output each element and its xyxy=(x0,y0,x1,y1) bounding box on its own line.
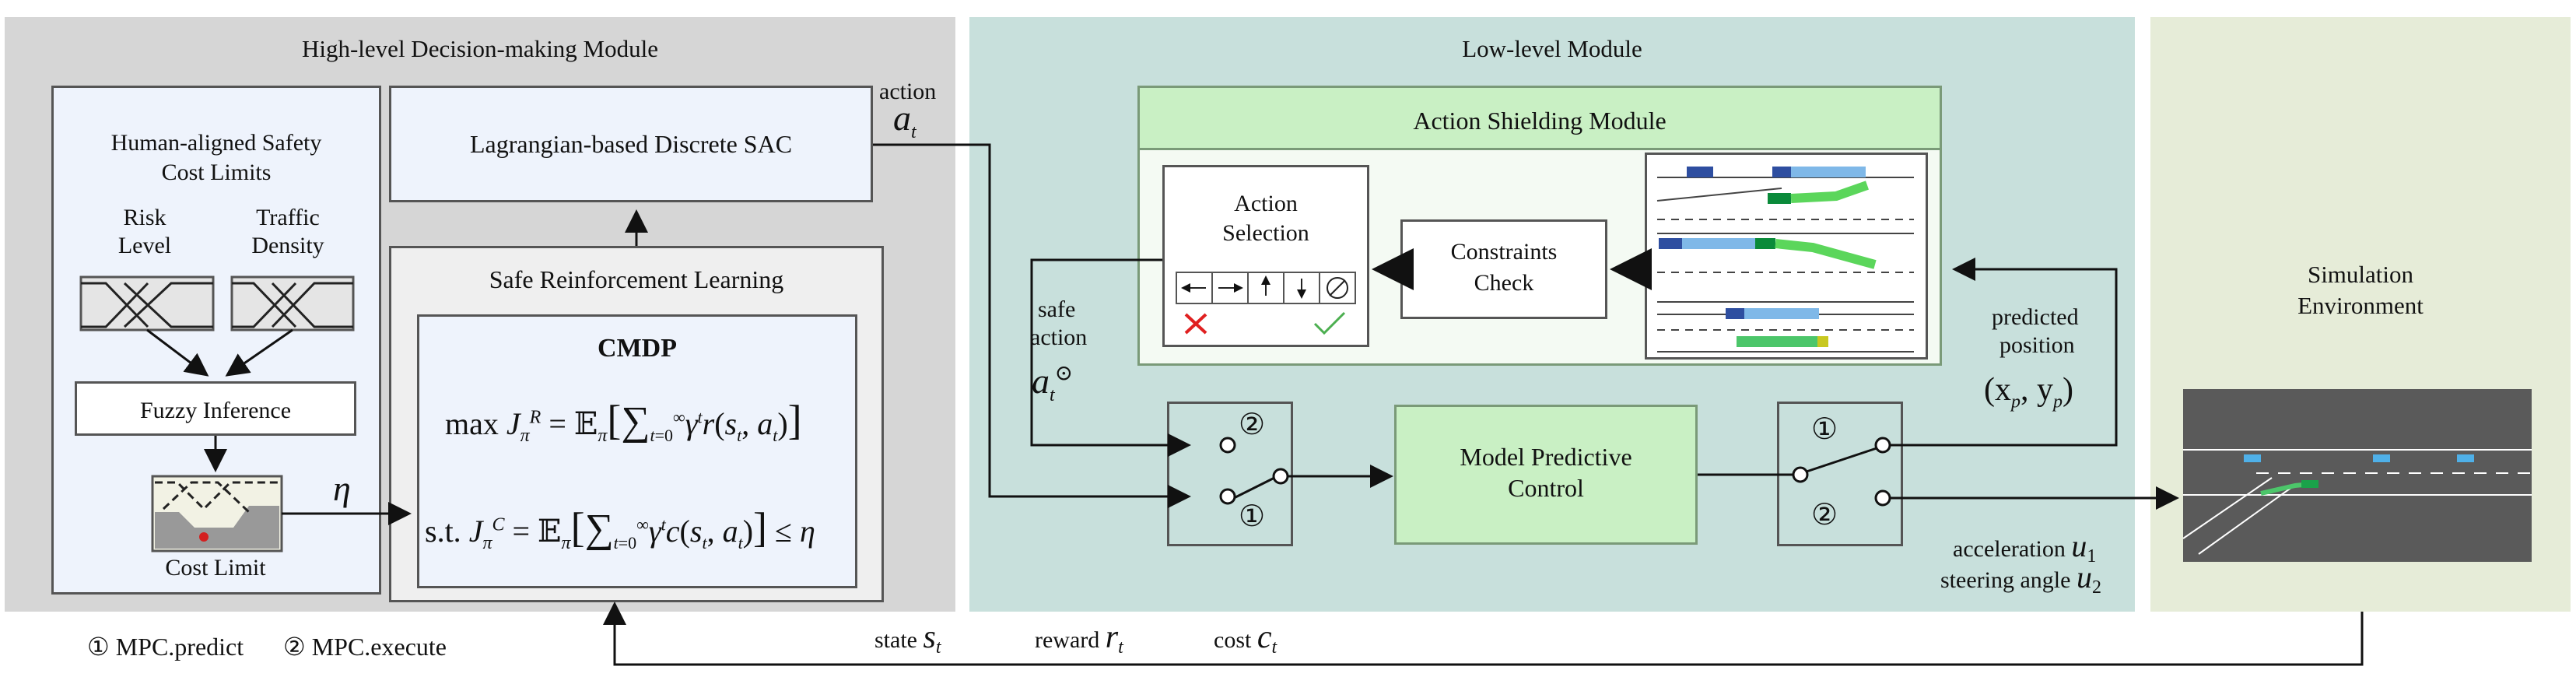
reject-cross-icon xyxy=(1184,313,1207,335)
trajectory-preview-box xyxy=(1645,153,1928,360)
mpc-box xyxy=(1394,405,1698,545)
safe-action-label-2: action xyxy=(1030,324,1088,350)
switch-left-1: ① xyxy=(1239,500,1266,533)
risk-label-2: Level xyxy=(117,233,172,258)
simulation-road-image xyxy=(2183,389,2532,562)
acceleration-label: acceleration u1 xyxy=(1953,528,2097,567)
switch-right-1: ① xyxy=(1811,413,1838,446)
fuzzy-inference-box xyxy=(75,381,356,436)
cost-limit-label: Cost Limit xyxy=(165,555,266,581)
cost-limits-title-2: Cost Limits xyxy=(161,160,272,185)
action-selection-1: Action xyxy=(1234,191,1298,216)
cost-limit-chart xyxy=(151,475,283,552)
objective-equation: max JπR = 𝔼π[∑t=0∞γtr(st, at)] xyxy=(445,397,802,446)
action-symbol: at xyxy=(893,98,916,143)
constraint-equation: s.t. JπC = 𝔼π[∑t=0∞γtc(st, at)] ≤ η xyxy=(425,504,815,553)
action-selection-box xyxy=(1162,165,1369,347)
cmdp-label: CMDP xyxy=(598,334,677,363)
predicted-label-1: predicted xyxy=(1992,304,2079,330)
legend-execute: ② MPC.execute xyxy=(283,633,447,661)
position-symbol: (xp, yp) xyxy=(1984,372,2073,412)
cmdp-box xyxy=(417,314,857,588)
mpc-label-2: Control xyxy=(1508,474,1584,502)
traffic-label-1: Traffic xyxy=(256,205,320,230)
simulation-title-1: Simulation xyxy=(2307,261,2414,288)
accept-check-icon xyxy=(1313,311,1346,335)
constraints-check-2: Check xyxy=(1474,270,1534,296)
safe-action-symbol: at⊙ xyxy=(1032,361,1074,406)
risk-membership-icon xyxy=(79,275,215,331)
safe-rl-label: Safe Reinforcement Learning xyxy=(489,265,784,293)
switch-left-box xyxy=(1167,402,1293,546)
action-choice-icons xyxy=(1176,272,1356,304)
cost-label: cost ct xyxy=(1214,619,1277,658)
risk-label-1: Risk xyxy=(123,205,166,230)
sac-label: Lagrangian-based Discrete SAC xyxy=(469,130,793,158)
switch-right-2: ② xyxy=(1811,499,1838,531)
trajectory-preview xyxy=(1656,167,1914,353)
traffic-label-2: Density xyxy=(251,233,324,258)
traffic-membership-icon xyxy=(230,275,355,331)
switch-left-2: ② xyxy=(1239,409,1266,441)
action-selection-2: Selection xyxy=(1222,220,1309,246)
high-level-title: High-level Decision-making Module xyxy=(301,35,658,62)
reward-label: reward rt xyxy=(1035,619,1123,658)
simulation-scene xyxy=(2182,449,2532,555)
simulation-title-2: Environment xyxy=(2297,292,2424,319)
safe-action-label-1: safe xyxy=(1038,296,1076,322)
fuzzy-inference-label: Fuzzy Inference xyxy=(139,398,292,423)
mpc-label-1: Model Predictive xyxy=(1460,443,1632,471)
constraints-check-1: Constraints xyxy=(1450,239,1558,265)
low-level-title: Low-level Module xyxy=(1462,35,1642,62)
action-shielding-header xyxy=(1140,88,1940,150)
state-label: state st xyxy=(874,619,941,658)
eta-symbol: η xyxy=(333,468,351,508)
cost-limits-title-1: Human-aligned Safety xyxy=(110,130,322,156)
right-switch-icon xyxy=(1792,437,1891,507)
steering-label: steering angle u2 xyxy=(1940,559,2101,598)
sac-box xyxy=(389,86,873,202)
action-label: action xyxy=(879,79,937,104)
action-shielding-title: Action Shielding Module xyxy=(1413,107,1667,135)
predicted-label-2: position xyxy=(1999,332,2075,358)
legend-predict: ① MPC.predict xyxy=(87,633,244,661)
left-switch-icon xyxy=(1219,437,1289,505)
